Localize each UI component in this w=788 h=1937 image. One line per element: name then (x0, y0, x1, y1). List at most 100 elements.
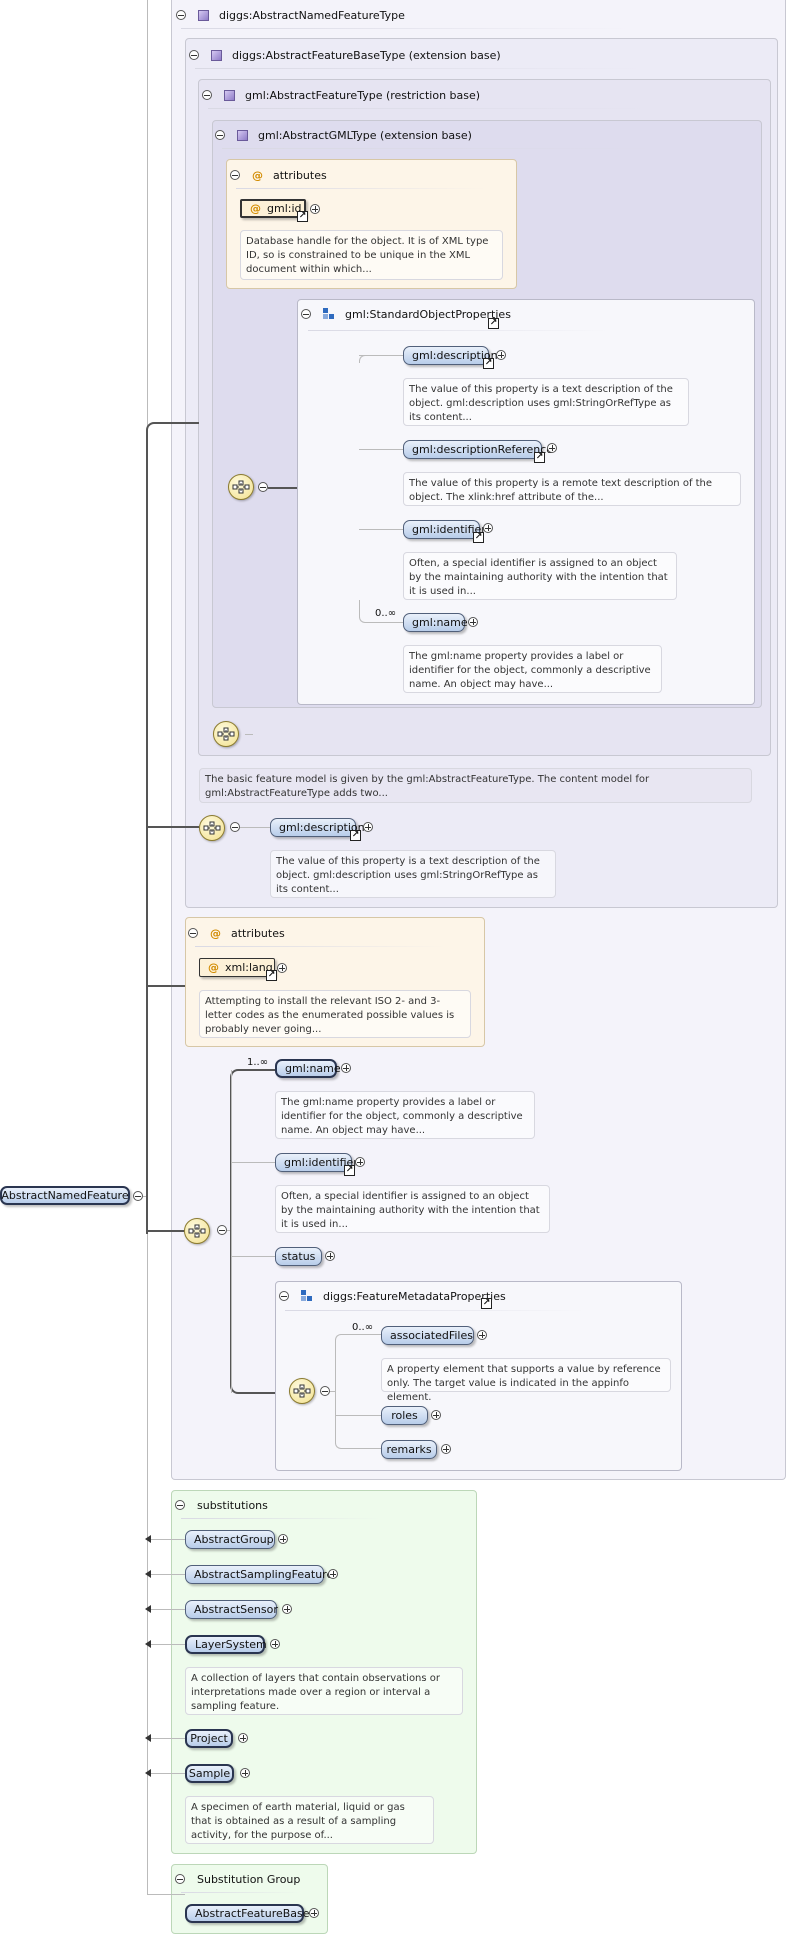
collapse-toggle[interactable] (188, 928, 198, 938)
panel-header-standard-object-properties: gml:StandardObjectProperties (301, 306, 511, 322)
attribute-xml-lang[interactable]: @ xml:lang (199, 958, 275, 977)
collapse-toggle[interactable] (202, 90, 212, 100)
occurrence-label: 0..∞ (352, 1322, 374, 1333)
link-arrow-icon[interactable]: ↗ (344, 1165, 355, 1176)
expand-toggle[interactable] (431, 1410, 441, 1420)
link-arrow-icon[interactable]: ↗ (473, 532, 484, 543)
element-base-gml-description[interactable]: gml:description (270, 818, 365, 837)
element-gml-identifier[interactable]: gml:identifier (403, 520, 486, 539)
attribute-gml-id[interactable]: @ gml:id (240, 199, 306, 218)
expand-toggle[interactable] (325, 1251, 335, 1261)
collapse-toggle[interactable] (176, 10, 186, 20)
root-connector (143, 1196, 147, 1197)
link-arrow-icon[interactable]: ↗ (481, 1298, 492, 1309)
link-arrow-icon[interactable]: ↗ (534, 452, 545, 463)
element-label: associatedFiles (390, 1329, 473, 1342)
branch-curve (359, 600, 403, 623)
expand-toggle[interactable] (282, 1604, 292, 1614)
element-named-gml-identifier[interactable]: gml:identifier (275, 1153, 358, 1172)
root-branch (147, 826, 199, 828)
root-collapse-toggle[interactable] (133, 1191, 143, 1201)
substitution-project[interactable]: Project (185, 1729, 233, 1748)
substitution-abstract-group[interactable]: AbstractGroup (185, 1530, 275, 1549)
substitution-layer-system[interactable]: LayerSystem (185, 1635, 267, 1654)
attribute-label: xml:lang (225, 961, 273, 974)
attribute-at-icon: @ (252, 168, 263, 182)
expand-toggle[interactable] (238, 1733, 248, 1743)
collapse-toggle[interactable] (279, 1291, 289, 1301)
collapse-toggle[interactable] (230, 170, 240, 180)
sequence-compositor-icon[interactable] (289, 1378, 315, 1404)
collapse-toggle[interactable] (215, 130, 225, 140)
root-element-abstractnamedfeature[interactable]: AbstractNamedFeature (0, 1186, 130, 1205)
link-arrow-icon[interactable]: ↗ (297, 211, 308, 222)
element-named-gml-name[interactable]: gml:name (275, 1059, 341, 1078)
element-remarks[interactable]: remarks (381, 1440, 437, 1459)
element-associated-files[interactable]: associatedFiles (381, 1326, 474, 1345)
collapse-toggle[interactable] (175, 1874, 185, 1884)
expand-toggle[interactable] (496, 350, 506, 360)
substitution-connector (151, 1609, 186, 1610)
panel-header-named-feature-type: diggs:AbstractNamedFeatureType (176, 7, 405, 23)
expand-toggle[interactable] (547, 443, 557, 453)
collapse-toggle[interactable] (301, 309, 311, 319)
link-arrow-icon[interactable]: ↗ (483, 358, 494, 369)
panel-header-feature-base-type: diggs:AbstractFeatureBaseType (extension… (189, 47, 501, 63)
link-arrow-icon[interactable]: ↗ (488, 318, 499, 329)
panel-title: gml:AbstractFeatureType (restriction bas… (245, 88, 481, 102)
attribute-label: gml:id (267, 202, 302, 215)
branch-connector (359, 355, 403, 356)
collapse-toggle[interactable] (175, 1500, 185, 1510)
element-gml-description[interactable]: gml:description (403, 346, 498, 365)
sequence-compositor-icon[interactable] (228, 474, 254, 500)
sequence-compositor-icon[interactable] (213, 721, 239, 747)
attribute-at-icon: @ (208, 961, 219, 974)
substitution-arrow-icon (145, 1535, 151, 1543)
element-gml-name[interactable]: gml:name (403, 613, 468, 632)
collapse-toggle[interactable] (230, 822, 240, 832)
expand-toggle[interactable] (328, 1569, 338, 1579)
expand-toggle[interactable] (240, 1768, 250, 1778)
sequence-compositor-icon[interactable] (184, 1218, 210, 1244)
complex-type-icon (198, 9, 209, 21)
root-label: AbstractNamedFeature (1, 1189, 129, 1202)
expand-toggle[interactable] (341, 1063, 351, 1073)
element-roles[interactable]: roles (381, 1406, 428, 1425)
element-label: status (281, 1250, 316, 1263)
collapse-toggle[interactable] (258, 482, 268, 492)
complex-type-icon (224, 89, 235, 101)
element-label: gml:description (412, 349, 498, 362)
collapse-toggle[interactable] (217, 1225, 227, 1235)
element-status[interactable]: status (275, 1247, 322, 1266)
expand-toggle[interactable] (270, 1639, 280, 1649)
collapse-toggle[interactable] (189, 50, 199, 60)
expand-toggle[interactable] (310, 204, 320, 214)
substitution-abstract-sampling-feature[interactable]: AbstractSamplingFeature (185, 1565, 333, 1584)
substitution-connector (151, 1773, 186, 1774)
expand-toggle[interactable] (309, 1908, 319, 1918)
collapse-toggle[interactable] (320, 1386, 330, 1396)
sequence-compositor-icon[interactable] (199, 815, 225, 841)
link-arrow-icon[interactable]: ↗ (350, 830, 361, 841)
expand-toggle[interactable] (477, 1330, 487, 1340)
element-gml-description-reference[interactable]: gml:descriptionReference (403, 440, 553, 459)
panel-title: attributes (273, 168, 327, 182)
expand-toggle[interactable] (278, 1534, 288, 1544)
branch-connector (335, 1415, 381, 1416)
description-gml-abstract-feature-type: The basic feature model is given by the … (199, 768, 752, 803)
link-arrow-icon[interactable]: ↗ (266, 970, 277, 981)
named-vertical-connector (231, 1070, 232, 1393)
expand-toggle[interactable] (483, 523, 493, 533)
substitution-abstract-sensor[interactable]: AbstractSensor (185, 1600, 278, 1619)
expand-toggle[interactable] (363, 822, 373, 832)
substitution-sample[interactable]: Sample (185, 1764, 234, 1783)
substitution-group-abstract-feature-base[interactable]: AbstractFeatureBase (185, 1904, 310, 1923)
panel-title: diggs:AbstractFeatureBaseType (extension… (232, 48, 501, 62)
substitution-arrow-icon (145, 1769, 151, 1777)
element-label: AbstractSamplingFeature (194, 1568, 334, 1581)
expand-toggle[interactable] (468, 617, 478, 627)
connector (330, 1391, 335, 1392)
expand-toggle[interactable] (277, 963, 287, 973)
expand-toggle[interactable] (441, 1444, 451, 1454)
expand-toggle[interactable] (355, 1157, 365, 1167)
